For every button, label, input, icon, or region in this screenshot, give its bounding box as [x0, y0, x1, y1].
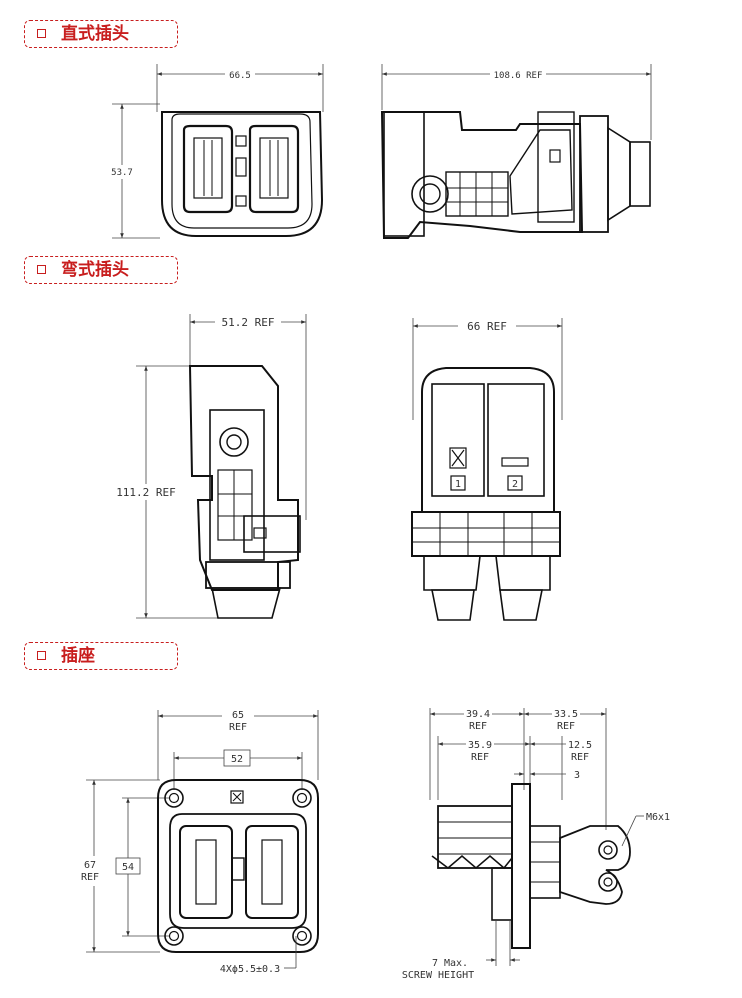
dim-3-label: 3: [574, 770, 580, 781]
section-tag-angled-plug: 弯式插头: [24, 256, 178, 284]
straight-plug-side-view: 108.6 REF: [380, 64, 652, 239]
pin-label-1: 1: [455, 479, 461, 490]
dim-35-label: 35.9: [468, 740, 492, 751]
angled-plug-side-view: 51.2 REF 111.2 REF: [106, 314, 307, 619]
dim-height-label: 53.7: [111, 168, 133, 178]
dim-screw-max: 7 Max.: [432, 958, 468, 969]
dim-39-label: 39.4: [466, 709, 490, 720]
dim-inner-height-label: 54: [122, 862, 134, 873]
section-tag-receptacle: 插座: [24, 642, 178, 670]
dim-screw-height: SCREW HEIGHT: [402, 970, 474, 981]
dim-width-label: 66.5: [229, 71, 251, 81]
section-tag-straight-plug: 直式插头: [24, 20, 178, 48]
dim-height-label: 111.2 REF: [116, 486, 176, 499]
dim-33-ref: REF: [557, 721, 575, 732]
dim-33-label: 33.5: [554, 709, 578, 720]
dim-12-ref: REF: [571, 752, 589, 763]
dim-35-ref: REF: [471, 752, 489, 763]
dim-12-label: 12.5: [568, 740, 592, 751]
dim-inner-width-label: 52: [231, 754, 243, 765]
dim-39-ref: REF: [469, 721, 487, 732]
pin-label-2: 2: [512, 479, 518, 490]
checkbox-square-icon: [37, 29, 46, 38]
straight-plug-front-view: 66.5 53.7: [111, 64, 324, 239]
dim-width-ref: REF: [229, 722, 247, 733]
dim-height-label: 67: [84, 860, 96, 871]
receptacle-side-view: 39.4 REF 33.5 REF 35.9 REF 12.5 REF 3: [402, 706, 670, 981]
dim-width-label: 65: [232, 710, 244, 721]
dim-length-label: 108.6 REF: [494, 71, 543, 81]
dim-width-label: 51.2 REF: [222, 316, 275, 329]
checkbox-square-icon: [37, 651, 46, 660]
receptacle-front-view: 65 REF 52 67 REF 54: [76, 706, 319, 975]
dim-width-label-2: 66 REF: [467, 320, 507, 333]
dim-height-ref: REF: [81, 872, 99, 883]
angled-plug-front-view: 66 REF 1 2: [411, 318, 563, 621]
section-title: 直式插头: [61, 24, 129, 44]
dim-holes-label: 4Xϕ5.5±0.3: [220, 964, 280, 975]
checkbox-square-icon: [37, 265, 46, 274]
dim-thread-label: M6x1: [646, 812, 670, 823]
section-title: 弯式插头: [61, 260, 129, 280]
section-title: 插座: [61, 646, 95, 666]
